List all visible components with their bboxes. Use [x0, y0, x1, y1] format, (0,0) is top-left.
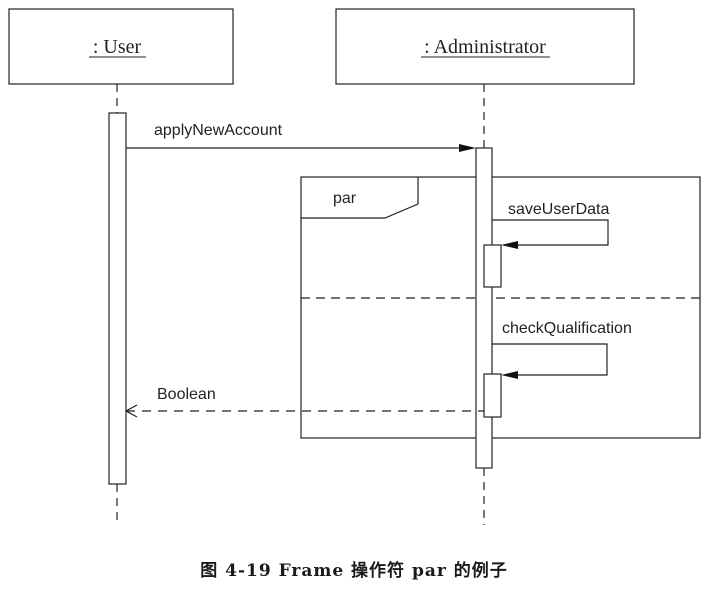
- arrowhead-open-icon: [124, 404, 138, 418]
- message-label: applyNewAccount: [154, 122, 283, 139]
- message-apply-new-account: applyNewAccount: [126, 122, 476, 152]
- activation-admin: [475, 147, 493, 469]
- fragment-operator-tab: [301, 177, 419, 219]
- activation-user: [108, 112, 127, 485]
- message-save-user-data: saveUserData: [492, 201, 609, 249]
- fragment-operator-label: par: [333, 190, 357, 207]
- arrowhead-filled-icon: [501, 371, 518, 379]
- participant-box: [8, 8, 234, 85]
- message-check-qualification: checkQualification: [492, 320, 632, 379]
- message-label: checkQualification: [502, 320, 632, 337]
- participant-label: : Administrator: [424, 36, 546, 58]
- participant-administrator: : Administrator: [335, 8, 635, 85]
- activation-save-user-data: [483, 244, 502, 288]
- participant-label: : User: [93, 36, 142, 58]
- message-label: Boolean: [157, 386, 216, 403]
- activation-check-qualification: [483, 373, 502, 418]
- par-fragment: par: [300, 176, 701, 439]
- arrowhead-filled-icon: [459, 144, 476, 152]
- fragment-frame: [300, 176, 701, 439]
- message-boolean-return: Boolean: [124, 386, 484, 418]
- message-line: [492, 343, 608, 376]
- participant-box: [335, 8, 635, 85]
- arrowhead-filled-icon: [501, 241, 518, 249]
- message-label: saveUserData: [508, 201, 609, 218]
- message-line: [492, 219, 609, 246]
- participant-user: : User: [8, 8, 234, 85]
- figure-caption: 图 4-19 Frame 操作符 par 的例子: [200, 561, 508, 581]
